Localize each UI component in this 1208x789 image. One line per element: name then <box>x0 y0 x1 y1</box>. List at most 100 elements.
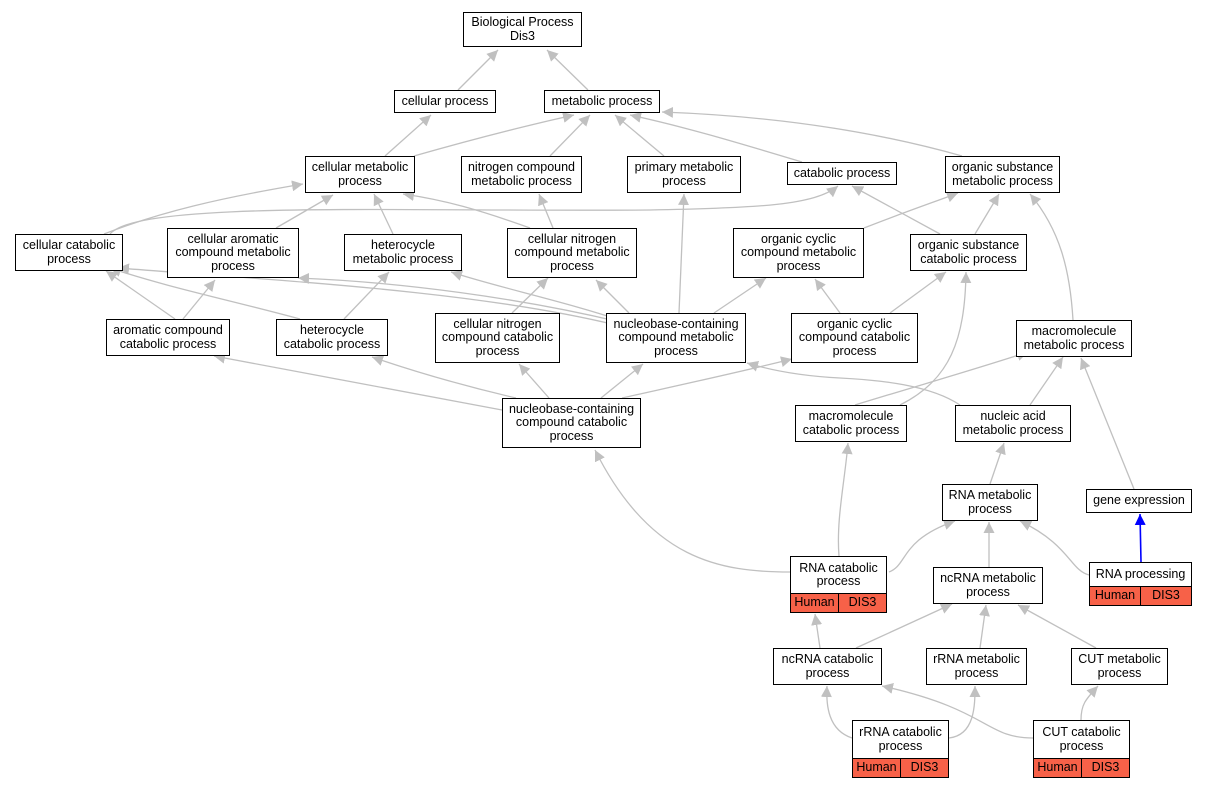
edge-rrna-catabolic-process--rrna-metabolic-process <box>948 685 981 739</box>
edge-macromolecule-metabolic-process--organic-substance-metabolic-process <box>1029 193 1074 321</box>
edge-nucleobase-containing-compound-catabolic-process--heterocycle-catabolic-process <box>371 355 517 399</box>
go-term-label: RNA metabolic process <box>948 488 1032 516</box>
edge-rna-catabolic-process--nucleobase-containing-compound-catabolic-process <box>594 449 791 573</box>
edge-nucleobase-containing-compound-catabolic-process--cellular-nitrogen-compound-catabolic-process <box>518 363 550 399</box>
edge-nucleobase-containing-compound-catabolic-process--aromatic-compound-catabolic-process <box>213 352 503 411</box>
go-term-macromolecule-metabolic-process[interactable]: macromolecule metabolic process <box>1016 320 1132 357</box>
edge-macromolecule-catabolic-process--macromolecule-metabolic-process <box>854 350 1029 406</box>
go-term-label: organic cyclic compound catabolic proces… <box>798 316 911 358</box>
go-term-label: cellular process <box>401 93 489 108</box>
go-term-heterocycle-metabolic-process[interactable]: heterocycle metabolic process <box>344 234 462 271</box>
go-term-label: rRNA catabolic process <box>859 725 942 753</box>
go-term-rna-metabolic-process[interactable]: RNA metabolic process <box>942 484 1038 521</box>
go-term-macromolecule-catabolic-process[interactable]: macromolecule catabolic process <box>795 405 907 442</box>
go-term-heterocycle-catabolic-process[interactable]: heterocycle catabolic process <box>276 319 388 356</box>
edge-gene-expression--macromolecule-metabolic-process <box>1080 357 1135 490</box>
edge-nitrogen-compound-metabolic-process--metabolic-process <box>549 114 591 157</box>
go-term-ncrna-catabolic-process[interactable]: ncRNA catabolic process <box>773 648 882 685</box>
go-term-nitrogen-compound-metabolic-process[interactable]: nitrogen compound metabolic process <box>461 156 582 193</box>
go-term-rrna-metabolic-process[interactable]: rRNA metabolic process <box>926 648 1027 685</box>
edge-organic-cyclic-compound-catabolic-process--organic-cyclic-compound-metabolic-process <box>814 278 841 314</box>
edge-macromolecule-catabolic-process--organic-substance-catabolic-process <box>899 271 972 406</box>
go-term-nucleobase-containing-compound-metabolic-process[interactable]: nucleobase-containing compound metabolic… <box>606 313 746 363</box>
edge-cut-metabolic-process--ncrna-metabolic-process <box>1017 604 1097 649</box>
annotation-gene: DIS3 <box>900 759 948 777</box>
annotation-species: Human <box>1090 587 1140 605</box>
go-term-nucleic-acid-metabolic-process[interactable]: nucleic acid metabolic process <box>955 405 1071 442</box>
go-term-ncrna-metabolic-process[interactable]: ncRNA metabolic process <box>933 567 1043 604</box>
edge-cellular-catabolic-process--catabolic-process <box>109 185 839 235</box>
edge-cellular-nitrogen-compound-metabolic-process--nitrogen-compound-metabolic-process <box>538 193 554 229</box>
go-term-organic-substance-metabolic-process[interactable]: organic substance metabolic process <box>945 156 1060 193</box>
annotation-species: Human <box>1034 759 1081 777</box>
go-term-biological-process[interactable]: Biological Process Dis3 <box>463 12 582 47</box>
go-term-label: macromolecule catabolic process <box>802 409 900 437</box>
go-term-aromatic-compound-catabolic-process[interactable]: aromatic compound catabolic process <box>106 319 230 356</box>
edge-cellular-nitrogen-compound-metabolic-process--cellular-metabolic-process <box>402 190 531 229</box>
edge-cut-catabolic-process--ncrna-catabolic-process <box>881 683 1034 739</box>
go-term-label: nitrogen compound metabolic process <box>467 160 576 188</box>
edge-organic-cyclic-compound-catabolic-process--organic-substance-catabolic-process <box>889 271 947 314</box>
go-term-primary-metabolic-process[interactable]: primary metabolic process <box>627 156 741 193</box>
go-term-label: catabolic process <box>793 165 891 180</box>
edge-nucleobase-containing-compound-metabolic-process--cellular-nitrogen-compound-metabolic-process <box>595 279 630 314</box>
edge-organic-cyclic-compound-metabolic-process--organic-substance-metabolic-process <box>863 191 959 229</box>
edge-cellular-metabolic-process--metabolic-process <box>413 112 575 157</box>
go-term-cellular-nitrogen-compound-metabolic-process[interactable]: cellular nitrogen compound metabolic pro… <box>507 228 637 278</box>
go-term-organic-substance-catabolic-process[interactable]: organic substance catabolic process <box>910 234 1027 271</box>
edge-primary-metabolic-process--metabolic-process <box>614 114 665 157</box>
edge-nucleobase-containing-compound-metabolic-process--heterocycle-metabolic-process <box>450 270 627 323</box>
go-term-label: organic substance catabolic process <box>917 238 1020 266</box>
go-term-cellular-process[interactable]: cellular process <box>394 90 496 113</box>
go-term-organic-cyclic-compound-metabolic-process[interactable]: organic cyclic compound metabolic proces… <box>733 228 864 278</box>
go-term-label: cellular nitrogen compound catabolic pro… <box>441 316 554 358</box>
go-term-label: metabolic process <box>551 93 653 108</box>
edge-aromatic-compound-catabolic-process--cellular-aromatic-compound-metabolic-process <box>182 279 216 320</box>
edge-rrna-catabolic-process--ncrna-catabolic-process <box>820 685 853 739</box>
go-term-cellular-aromatic-compound-metabolic-process[interactable]: cellular aromatic compound metabolic pro… <box>167 228 299 278</box>
edge-rna-metabolic-process--nucleic-acid-metabolic-process <box>989 442 1006 485</box>
go-term-nucleobase-containing-compound-catabolic-process[interactable]: nucleobase-containing compound catabolic… <box>502 398 641 448</box>
edge-organic-substance-metabolic-process--metabolic-process <box>661 106 963 157</box>
go-term-metabolic-process[interactable]: metabolic process <box>544 90 660 113</box>
edge-nucleic-acid-metabolic-process--macromolecule-metabolic-process <box>1029 356 1064 406</box>
go-term-cut-metabolic-process[interactable]: CUT metabolic process <box>1071 648 1168 685</box>
go-term-cellular-nitrogen-compound-catabolic-process[interactable]: cellular nitrogen compound catabolic pro… <box>435 313 560 363</box>
annotation-species: Human <box>853 759 900 777</box>
go-term-cellular-catabolic-process[interactable]: cellular catabolic process <box>15 234 123 271</box>
edge-heterocycle-catabolic-process--cellular-catabolic-process <box>109 266 301 320</box>
edge-cellular-process--biological-process <box>457 49 499 91</box>
edge-nucleobase-containing-compound-catabolic-process--nucleobase-containing-compound-metabolic-process <box>600 363 644 399</box>
edge-nucleobase-containing-compound-catabolic-process--organic-cyclic-compound-catabolic-process <box>621 356 793 399</box>
edge-ncrna-catabolic-process--ncrna-metabolic-process <box>855 603 953 649</box>
go-term-label: rRNA metabolic process <box>933 652 1020 680</box>
edge-rna-catabolic-process--macromolecule-catabolic-process <box>837 442 853 557</box>
go-term-label: ncRNA catabolic process <box>781 652 874 680</box>
edge-heterocycle-catabolic-process--heterocycle-metabolic-process <box>343 271 390 320</box>
go-term-label: organic cyclic compound metabolic proces… <box>740 231 857 273</box>
go-term-label: RNA catabolic process <box>799 560 878 588</box>
go-term-gene-expression[interactable]: gene expression <box>1086 489 1192 513</box>
go-term-label: cellular nitrogen compound metabolic pro… <box>514 231 630 273</box>
go-term-label: aromatic compound catabolic process <box>113 323 223 351</box>
go-term-cellular-metabolic-process[interactable]: cellular metabolic process <box>305 156 415 193</box>
go-term-catabolic-process[interactable]: catabolic process <box>787 162 897 185</box>
edge-cellular-catabolic-process--cellular-metabolic-process <box>103 180 304 235</box>
annotation-gene: DIS3 <box>1140 587 1191 605</box>
edge-organic-substance-catabolic-process--organic-substance-metabolic-process <box>974 193 1000 235</box>
go-term-label: primary metabolic process <box>634 160 734 188</box>
annotation-gene: DIS3 <box>838 594 886 612</box>
edge-cellular-metabolic-process--cellular-process <box>384 114 432 157</box>
annotation-gene: DIS3 <box>1081 759 1129 777</box>
go-term-organic-cyclic-compound-catabolic-process[interactable]: organic cyclic compound catabolic proces… <box>791 313 918 363</box>
go-term-label: cellular metabolic process <box>311 160 409 188</box>
go-term-label: macromolecule metabolic process <box>1023 324 1125 352</box>
